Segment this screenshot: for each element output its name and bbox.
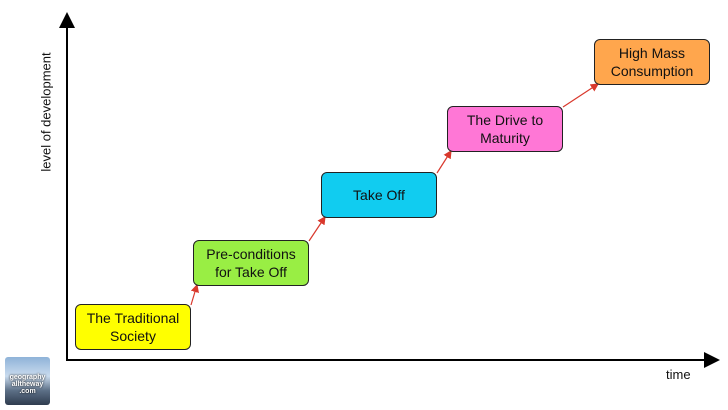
stage-take-off: Take Off [321,172,437,218]
connector-arrow [190,283,199,306]
connector-arrow [308,216,326,242]
stage-drive-to-maturity: The Drive to Maturity [447,106,563,152]
connector-arrow [436,149,452,174]
site-logo: geography alltheway .com [5,357,50,405]
stage-high-mass-consumption: High Mass Consumption [594,39,710,85]
connector-group [190,83,600,306]
stage-traditional-society: The Traditional Society [75,304,191,350]
x-axis-label: time [666,367,691,382]
connector-arrow [562,83,600,108]
stage-preconditions-take-off: Pre-conditions for Take Off [193,240,309,286]
logo-text: geography alltheway .com [9,374,46,395]
y-axis-label: level of development [38,52,54,172]
